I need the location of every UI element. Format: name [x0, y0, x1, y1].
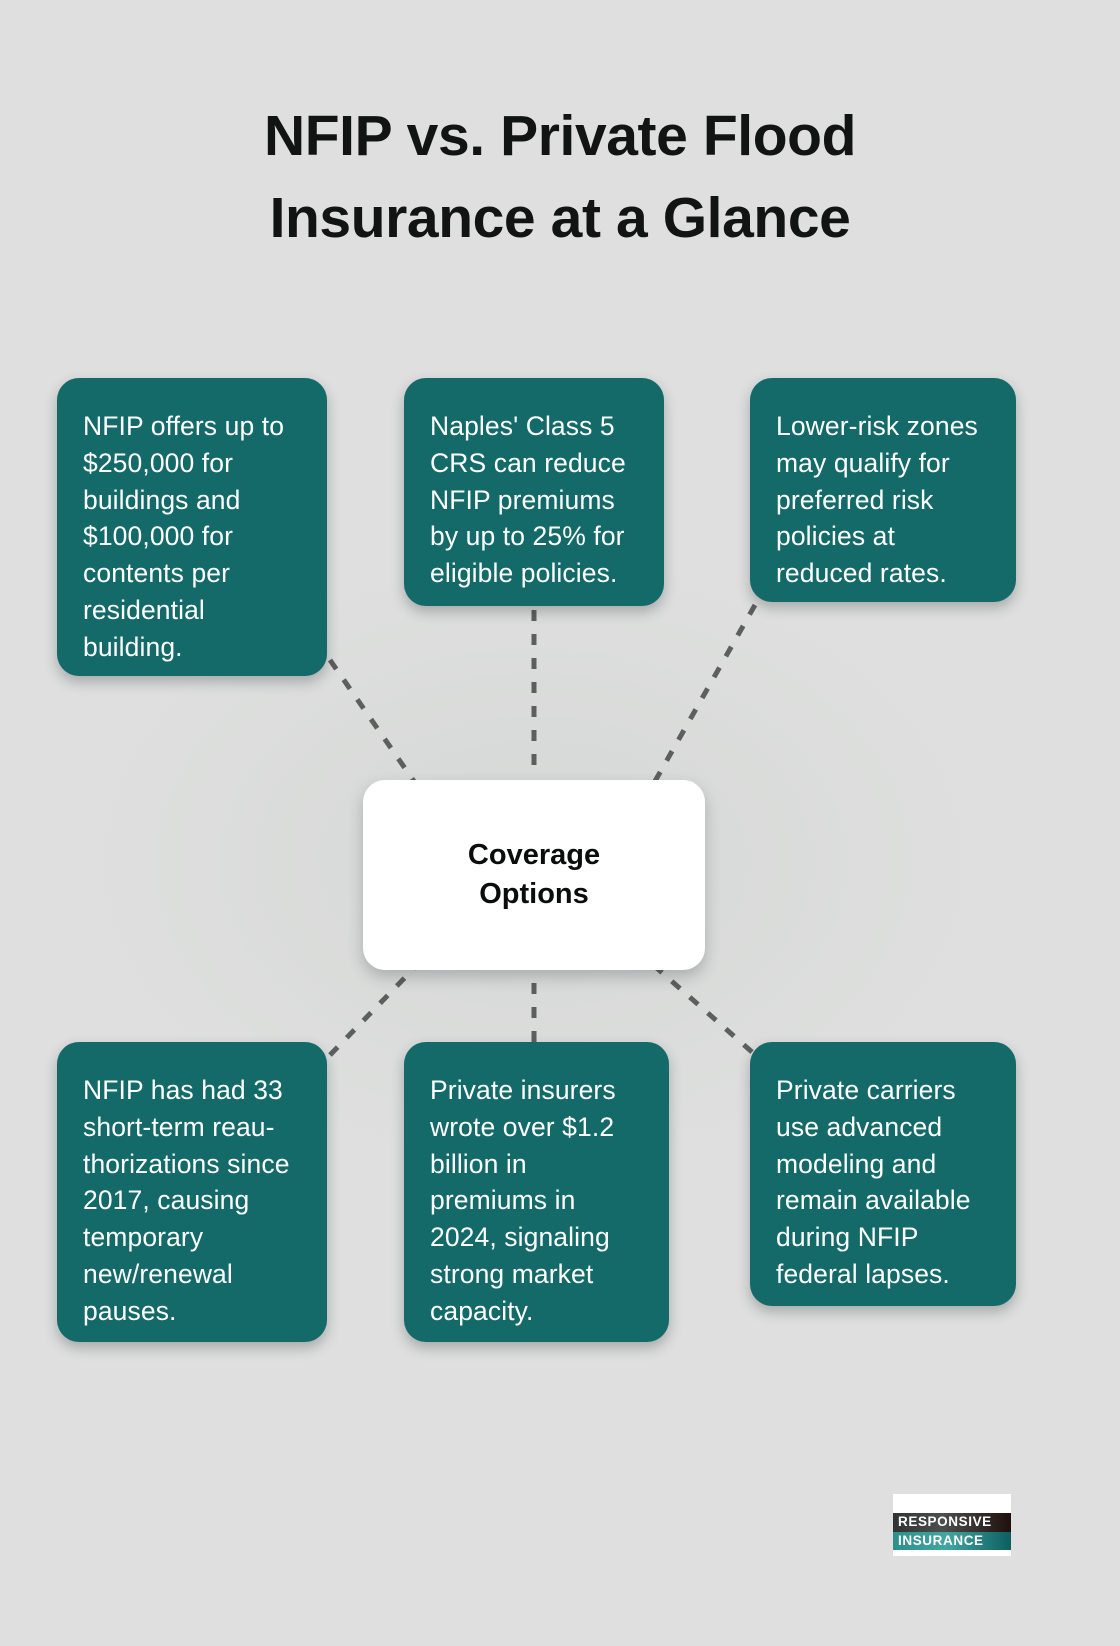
- fact-card-top-left[interactable]: NFIP offers up to $250,000 for buildings…: [57, 378, 327, 676]
- logo-line-insurance: INSURANCE: [893, 1531, 1011, 1550]
- brand-logo: RESPONSIVE INSURANCE: [893, 1494, 1011, 1556]
- connector-bottom-right: [648, 960, 754, 1054]
- fact-card-top-right[interactable]: Lower-risk zones may qualify for preferr…: [750, 378, 1016, 602]
- fact-card-bottom-left[interactable]: NFIP has had 33 short-term reau- thoriza…: [57, 1042, 327, 1342]
- logo-line-responsive: RESPONSIVE: [893, 1513, 1011, 1532]
- connector-top-left: [327, 658, 423, 792]
- page-title: NFIP vs. Private Flood Insurance at a Gl…: [264, 104, 856, 251]
- connector-bottom-left: [328, 960, 422, 1057]
- fact-card-top-middle[interactable]: Naples' Class 5 CRS can reduce NFIP prem…: [404, 378, 664, 606]
- center-hub-card[interactable]: Coverage Options: [363, 780, 705, 970]
- fact-card-bottom-right[interactable]: Private carriers use advanced modeling a…: [750, 1042, 1016, 1306]
- connector-top-right: [647, 603, 758, 792]
- fact-card-bottom-middle[interactable]: Private insurers wrote over $1.2 billion…: [404, 1042, 669, 1342]
